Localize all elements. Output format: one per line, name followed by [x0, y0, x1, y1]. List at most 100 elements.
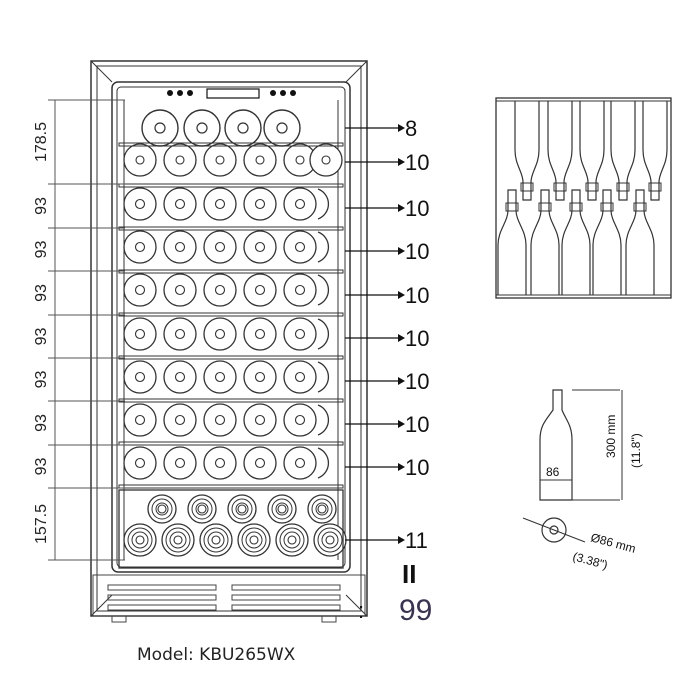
bottle-end-icon [163, 360, 197, 394]
bottle-icon [497, 189, 527, 295]
bottom-shelf-frame [118, 489, 344, 569]
control-button-icon [270, 90, 276, 96]
height-dimension-label: 157.5 [33, 504, 50, 544]
bottle-end-icon [141, 109, 179, 147]
bottle-end-icon [199, 523, 233, 557]
rack-bottles [497, 101, 668, 295]
bottle-end-icon [123, 317, 157, 351]
shelf-count-label: 10 [405, 283, 429, 308]
grille-slot [231, 604, 341, 611]
control-button-icon [280, 90, 286, 96]
bottle-end-icon [183, 109, 221, 147]
bottle-end-icon [163, 317, 197, 351]
bottle-end-icon [243, 230, 277, 264]
bottle-end-icon [123, 143, 157, 177]
bottle-end-icon [203, 143, 237, 177]
bottle-end-icon [187, 494, 217, 524]
shelf-count: 10 [345, 455, 429, 480]
bottle-end-icon [161, 523, 195, 557]
grille-slot [231, 594, 341, 601]
height-dimension-label: 93 [33, 328, 50, 346]
arrow-icon [398, 204, 405, 212]
bottle-end-icon [243, 403, 277, 437]
bottle-icon [579, 101, 605, 201]
shelves [118, 142, 344, 569]
bottle-end-icon [283, 273, 317, 307]
total-bottle-count: 99 [399, 594, 432, 627]
bottle-end-icon [147, 494, 177, 524]
bottle-end-icon [283, 187, 317, 221]
height-dimension-label: 178.5 [33, 122, 50, 162]
bottle-end-icon [163, 446, 197, 480]
bottle-icon [625, 189, 655, 295]
shelf [118, 312, 344, 317]
bottle-end-icon [317, 404, 330, 436]
height-dimension-label: 93 [33, 284, 50, 302]
shelf-count-label: 10 [405, 196, 429, 221]
shelf-count-label: 8 [405, 116, 417, 141]
bottle-end-icon [243, 360, 277, 394]
bottle-end-icon [163, 273, 197, 307]
right-bracket-mark: : [358, 598, 364, 623]
foot [111, 615, 127, 623]
control-button-icon [187, 90, 193, 96]
arrow-icon [398, 420, 405, 428]
shelf [118, 142, 344, 147]
bottle-end-icon [263, 109, 301, 147]
bottle-diameter-label: 86 [546, 465, 560, 479]
shelf-count-label: 10 [405, 455, 429, 480]
bottle-icon [514, 101, 540, 201]
bottle-height-mm: 300 mm [604, 415, 618, 458]
bottle-rows [123, 109, 347, 557]
height-dimension-label: 93 [33, 371, 50, 389]
bottle-end-icon [243, 273, 277, 307]
bottle-icon [530, 189, 560, 295]
bottle-end-icon [203, 317, 237, 351]
bottle-end-icon [123, 187, 157, 221]
foot [321, 615, 337, 623]
shelf-count: 10 [345, 239, 429, 264]
shelf-count-label: 10 [405, 150, 429, 175]
grille-slot [231, 584, 341, 591]
bottle-end-icon [203, 273, 237, 307]
shelf-count-label: 10 [405, 239, 429, 264]
arrow-icon [398, 291, 405, 299]
height-dimension-label: 93 [33, 241, 50, 259]
bottle-icon [547, 101, 573, 201]
grille-slot [107, 604, 217, 611]
bottle-diameter-mm: Ø86 mm [589, 530, 637, 555]
arrow-icon [398, 334, 405, 342]
rack-top-view [495, 97, 672, 299]
bottle-icon [539, 389, 573, 501]
shelf [118, 183, 344, 188]
bottle-end-icon [203, 403, 237, 437]
base-grille [92, 574, 366, 623]
shelf-count-label: 11 [405, 528, 428, 553]
arrow-icon [398, 463, 405, 471]
shelf-count: 8 [345, 116, 417, 141]
shelf-count: 10 [345, 150, 429, 175]
bottle-end-icon [123, 360, 157, 394]
bottle-end-icon [203, 230, 237, 264]
shelf-count: 10 [345, 283, 429, 308]
bottle-size-diagram [539, 389, 623, 501]
bottle-end-icon [313, 523, 347, 557]
bottle-end-icon [283, 317, 317, 351]
bottle-end-icon [237, 523, 271, 557]
shelf-count: 10 [345, 196, 429, 221]
bottle-end-icon [283, 403, 317, 437]
height-dimension-label: 93 [33, 414, 50, 432]
bottle-end-icon [123, 523, 157, 557]
bottle-end-icon [203, 360, 237, 394]
bottle-end-icon [243, 187, 277, 221]
shelf [118, 484, 344, 489]
glass-door [111, 81, 351, 573]
bottle-end-icon [203, 446, 237, 480]
bottle-icon [642, 101, 668, 201]
grille-slot [107, 594, 217, 601]
arrow-icon [398, 536, 405, 544]
bottle-end-icon [283, 360, 317, 394]
shelf-count-label: 10 [405, 369, 429, 394]
